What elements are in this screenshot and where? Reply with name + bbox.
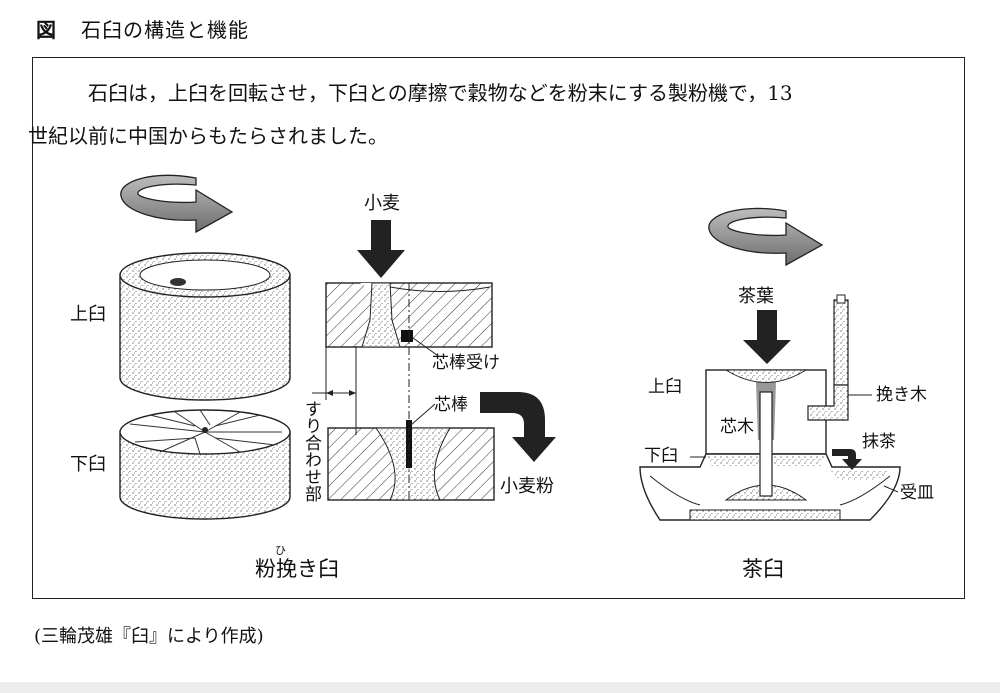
handle <box>807 294 849 421</box>
tea-input-arrow <box>743 310 791 364</box>
bottom-bar <box>0 682 1000 693</box>
lower-section <box>327 420 495 501</box>
pivot-label: 芯棒 <box>434 395 468 415</box>
upper-millstone-label: 上臼 <box>70 304 106 325</box>
wheat-input-arrow <box>357 220 405 278</box>
intro-line-2: 世紀以前に中国からもたらされました。 <box>28 124 388 148</box>
core-rod-label: 芯木 <box>720 417 754 437</box>
tea-mill-caption: 茶臼 <box>742 557 784 581</box>
upper-section <box>325 282 493 348</box>
wheat-label: 小麦 <box>364 193 400 214</box>
tea-upper-label: 上臼 <box>648 377 682 397</box>
intro-paragraph: 石臼は，上臼を回転させ，下臼との摩擦で穀物などを粉末にする製粉機で，13 世紀以… <box>28 72 948 158</box>
pivot-socket <box>401 330 413 342</box>
tea-leaves-label: 茶葉 <box>738 286 774 307</box>
handle-label: 挽き木 <box>876 385 927 405</box>
figure-title: 図石臼の構造と機能 <box>36 14 249 43</box>
tray-label: 受皿 <box>900 483 934 503</box>
figure-title-text: 石臼の構造と機能 <box>81 18 249 42</box>
upper-millstone <box>119 252 291 401</box>
grinding-surface-label: すり合わせ部 <box>301 400 322 502</box>
tea-lower-label: 下臼 <box>644 446 678 466</box>
lower-millstone <box>119 409 291 520</box>
flour-output-arrow <box>480 392 556 462</box>
flour-mill-rotation-arrow <box>120 174 234 234</box>
flour-label: 小麦粉 <box>500 476 554 497</box>
source-credit: (三輪茂雄『臼』により作成) <box>34 626 264 647</box>
matcha-output-arrow <box>832 449 862 470</box>
caption-ruby: ひ <box>275 544 286 557</box>
lower-millstone-label: 下臼 <box>70 454 106 475</box>
core-rod <box>759 391 773 497</box>
flour-mill-caption: 粉挽き臼 <box>255 557 339 581</box>
figure-frame <box>32 57 965 599</box>
intro-line-1: 石臼は，上臼を回転させ，下臼との摩擦で穀物などを粉末にする製粉機で，13 <box>88 81 793 105</box>
tea-mill-rotation-arrow <box>708 207 824 267</box>
matcha-label: 抹茶 <box>862 432 896 452</box>
figure-prefix: 図 <box>36 18 57 42</box>
pivot-socket-label: 芯棒受け <box>432 353 500 373</box>
feed-hole <box>170 278 186 286</box>
